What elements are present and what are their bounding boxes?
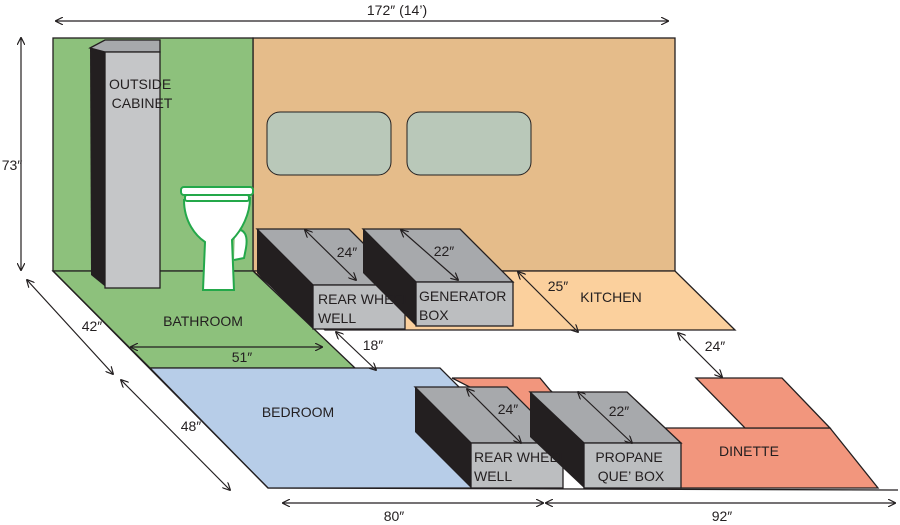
aisle-label: 18″ <box>363 337 384 353</box>
dimension-arrows <box>21 21 895 503</box>
generator-box-side <box>363 229 416 326</box>
rear-wheel-well-bottom-dim: 24″ <box>498 401 519 417</box>
rear-wheel-well-top-dim: 24″ <box>337 244 358 260</box>
arrow-bathroom-depth <box>27 280 113 374</box>
window-right <box>406 111 532 176</box>
cabinet-side <box>90 40 107 288</box>
arrow-kitchen-gap <box>518 272 578 332</box>
bathroom-depth-label: 42″ <box>82 318 103 334</box>
generator-box-label: GENERATOR BOX <box>419 288 510 323</box>
arrow-rear-wheel-well-bottom <box>467 389 521 443</box>
propane-box-label: PROPANE QUE’ BOX <box>595 449 666 484</box>
cabinet-top <box>88 39 161 53</box>
propane-box-dim: 22″ <box>609 403 630 419</box>
outside-cabinet <box>104 51 161 289</box>
bedroom-depth-label: 48″ <box>181 418 202 434</box>
dinette-gap-label: 24″ <box>705 338 726 354</box>
propane-box <box>583 442 682 489</box>
arrow-propane-box <box>578 392 632 443</box>
generator-box <box>415 281 514 327</box>
kitchen-gap-label: 25″ <box>548 278 569 294</box>
arrow-generator-box <box>401 230 458 280</box>
bottom-left-width-label: 80″ <box>384 508 405 524</box>
arrow-bedroom-depth <box>121 380 230 490</box>
propane-box-side <box>530 392 584 488</box>
rear-wheel-well-bottom-label: REAR WHEEL WELL <box>474 449 570 484</box>
arrow-aisle <box>336 332 376 370</box>
dinette-label: DINETTE <box>719 443 779 459</box>
arrow-dinette-gap <box>678 333 722 377</box>
dinette-seat <box>694 377 832 429</box>
window-left <box>266 111 392 176</box>
rear-wheel-well-top-side <box>257 229 313 329</box>
bathroom-width-label: 51″ <box>232 349 253 365</box>
floor-outline <box>52 270 899 491</box>
top-width-label: 172″ (14’) <box>367 2 427 18</box>
generator-box-dim: 22″ <box>434 243 455 259</box>
outside-cabinet-label: OUTSIDE CABINET <box>109 76 175 111</box>
wall-height-label: 73″ <box>2 157 23 173</box>
bottom-right-width-label: 92″ <box>712 508 733 524</box>
bathroom-label: BATHROOM <box>163 313 243 329</box>
toilet-icon <box>180 186 254 291</box>
rear-wheel-well-top-label: REAR WHEEL WELL <box>318 291 414 326</box>
arrow-rear-wheel-well-top <box>305 230 356 280</box>
kitchen-label: KITCHEN <box>580 289 641 305</box>
bedroom-label: BEDROOM <box>262 404 334 420</box>
rear-wheel-well-bottom-side <box>415 387 471 488</box>
